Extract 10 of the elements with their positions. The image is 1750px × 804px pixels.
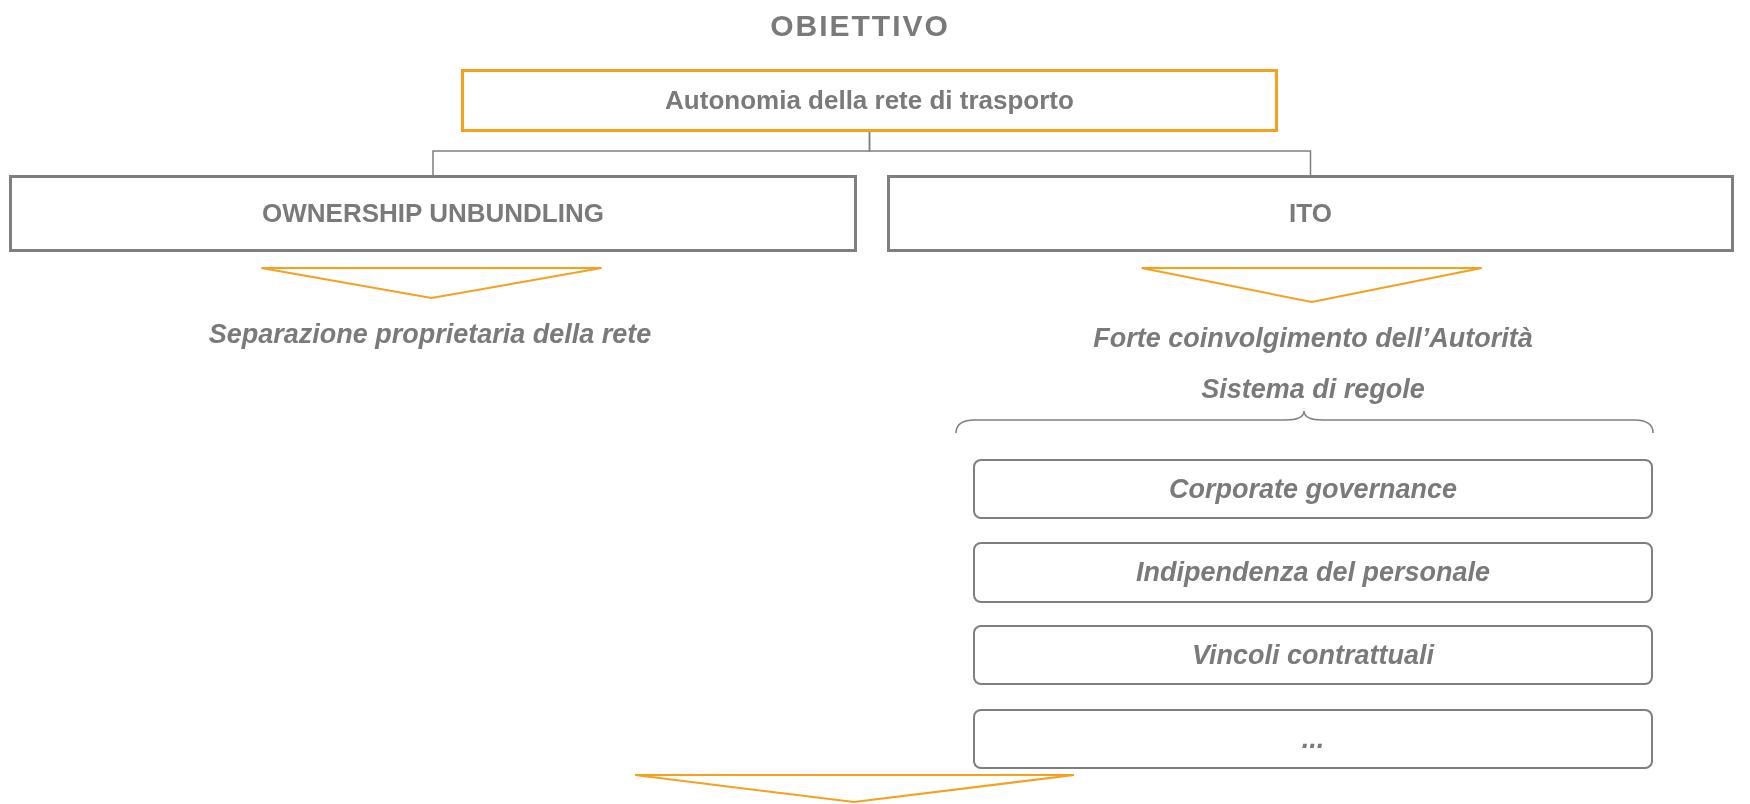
title: OBIETTIVO (769, 8, 951, 44)
category-box: OWNERSHIP UNBUNDLING (9, 175, 857, 252)
chevron-arrow (260, 267, 603, 299)
group-heading: Sistema di regole (1200, 372, 1426, 406)
category-box: ITO (887, 175, 1734, 252)
description-text: Separazione proprietaria della rete (110, 312, 750, 356)
description-text: Forte coinvolgimento dell’Autorità (960, 316, 1666, 360)
chevron-arrow (1140, 267, 1483, 303)
connector-line (868, 131, 1312, 176)
goal-box: Autonomia della rete di trasporto (461, 69, 1278, 132)
